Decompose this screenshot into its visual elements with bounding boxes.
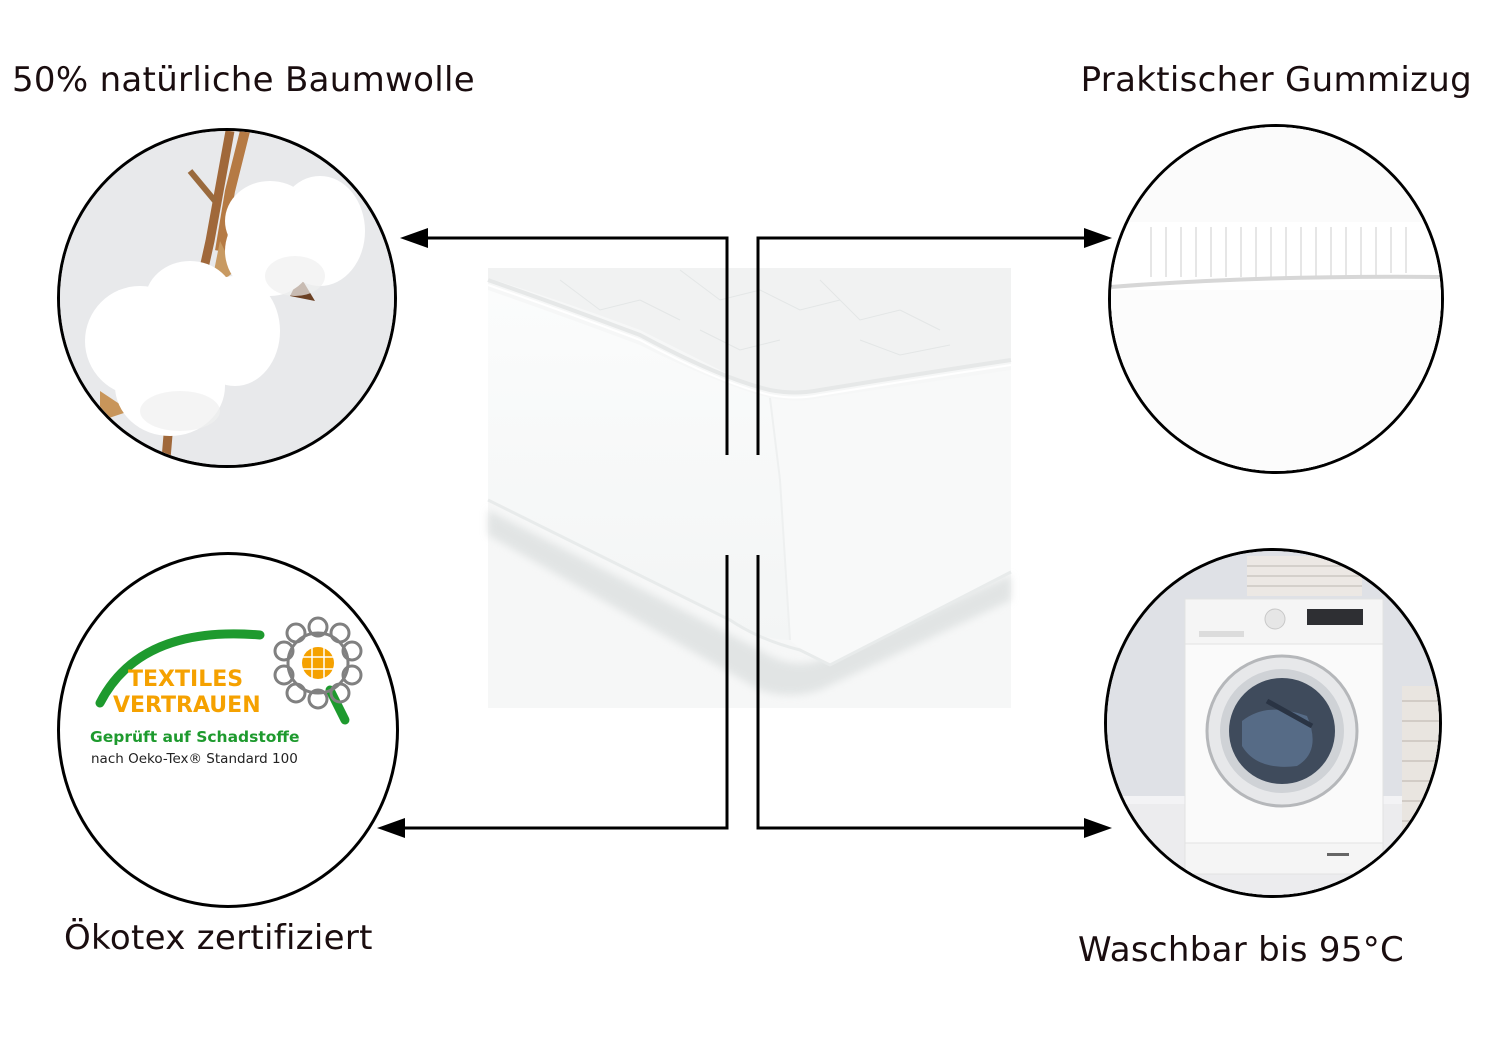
cotton-icon: [60, 131, 394, 465]
elastic-image-circle: [1108, 124, 1444, 474]
oekotex-logo-icon: [95, 616, 363, 725]
oekotex-logo-circle: TEXTILES VERTRAUEN Geprüft auf Schadstof…: [57, 552, 399, 908]
cotton-image-circle: [57, 128, 397, 468]
feature-label-oekotex: Ökotex zertifiziert: [64, 918, 373, 958]
feature-label-elastic: Praktischer Gummizug: [1080, 60, 1472, 100]
mattress-product-image: [487, 268, 1012, 708]
feature-label-cotton: 50% natürliche Baumwolle: [12, 60, 475, 100]
connector-bottom-right: [756, 555, 1090, 830]
feature-label-washable: Waschbar bis 95°C: [1078, 930, 1405, 970]
arrowhead-left-icon: [400, 228, 428, 248]
elastic-band-icon: [1111, 127, 1441, 471]
connector-top-left: [420, 236, 729, 455]
logo-text-textiles: TEXTILES: [128, 667, 244, 692]
logo-text-vertrauen: VERTRAUEN: [113, 693, 261, 718]
logo-text-standard: nach Oeko-Tex® Standard 100: [91, 751, 298, 767]
washing-machine-circle: [1104, 548, 1442, 898]
connector-top-right: [756, 236, 1090, 455]
arrowhead-right-icon: [1084, 228, 1112, 248]
arrowhead-right-icon: [1084, 818, 1112, 838]
washing-machine-icon: [1107, 551, 1439, 895]
arrowhead-left-icon: [377, 818, 405, 838]
logo-text-tested: Geprüft auf Schadstoffe: [90, 728, 300, 746]
arrow-lines: [400, 236, 1090, 830]
connector-bottom-left: [400, 555, 729, 830]
